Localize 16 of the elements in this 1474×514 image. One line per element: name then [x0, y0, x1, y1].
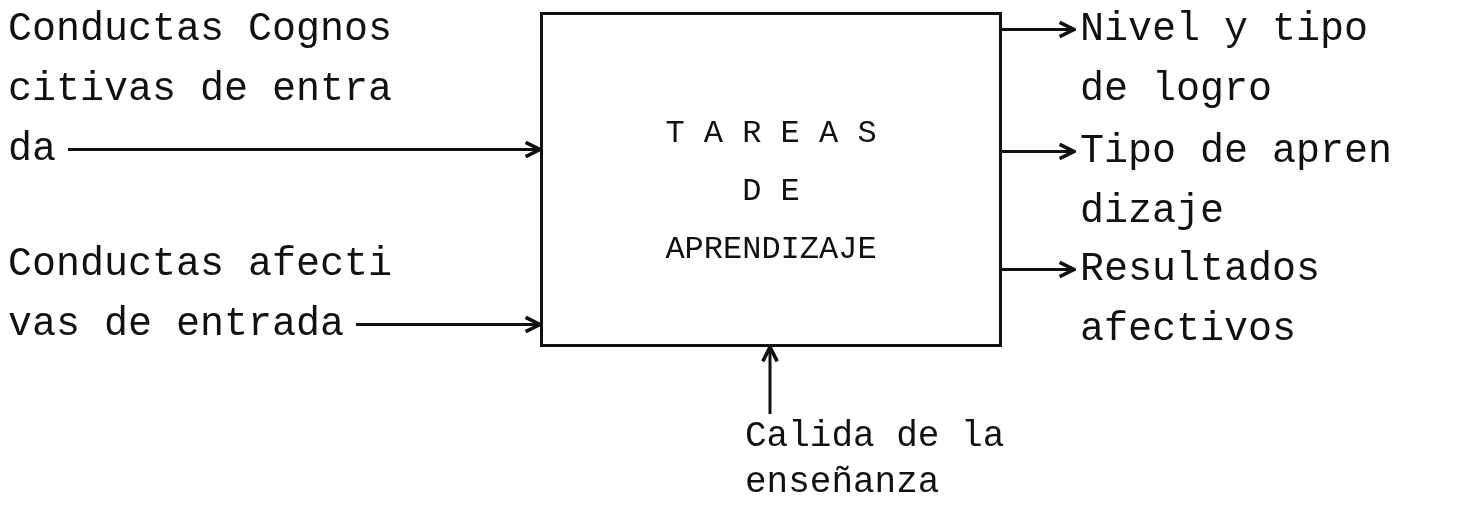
node-label: Nivel y tipo de logro [1080, 7, 1369, 112]
node-label: Conductas afecti vas de entrada [8, 242, 393, 347]
node-label: Calida de la enseñanza [745, 416, 1005, 503]
arrow [761, 345, 779, 414]
node-label: Tipo de apren dizaje [1080, 129, 1393, 234]
box-label: D E [741, 172, 801, 212]
arrow [1002, 142, 1076, 161]
arrow [1002, 20, 1076, 39]
node-label: Conductas Cognos citivas de entra da [8, 7, 393, 172]
node-label: Resultados afectivos [1080, 247, 1321, 352]
box-label: T A R E A S [664, 114, 878, 154]
arrow [356, 315, 542, 334]
process-box [540, 12, 1002, 347]
arrow [1002, 260, 1076, 279]
box-label: APRENDIZAJE [664, 230, 878, 270]
arrow [68, 140, 542, 159]
